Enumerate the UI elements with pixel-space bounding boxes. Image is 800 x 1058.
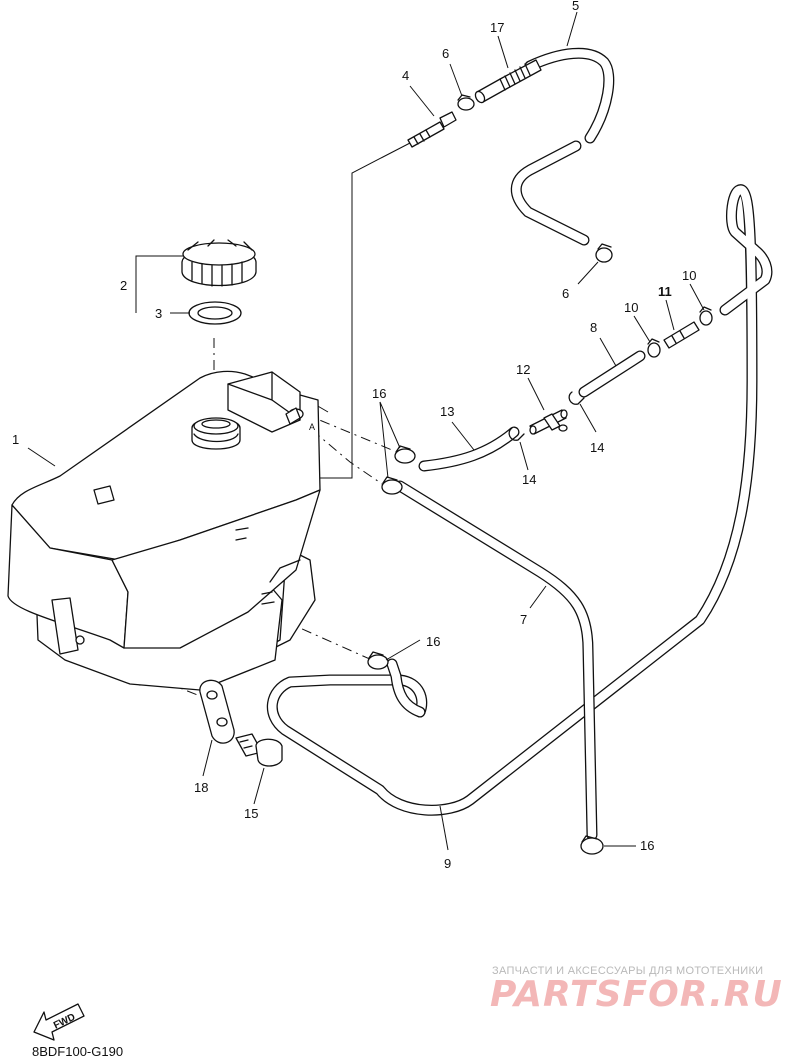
leader-1 xyxy=(27,447,56,467)
bolt-4 xyxy=(407,111,457,148)
part-label-9: 9 xyxy=(444,856,451,871)
bolt-15 xyxy=(235,733,283,767)
part-label-16-upper: 16 xyxy=(372,386,386,401)
clamp-16-bottom-tank xyxy=(367,651,389,670)
leader-10b xyxy=(689,283,705,311)
clamp-10-left xyxy=(647,338,661,358)
diagram-code: 8BDF100-G190 xyxy=(32,1044,123,1058)
leader-line-part-4 xyxy=(318,142,411,479)
hose-13 xyxy=(418,426,520,472)
fitting-11 xyxy=(663,321,700,349)
part-label-5: 5 xyxy=(572,0,579,13)
leader-7 xyxy=(529,585,547,609)
bracket-18 xyxy=(199,679,235,744)
part-label-6-lower: 6 xyxy=(562,286,569,301)
leader-8 xyxy=(599,337,617,367)
part-label-15: 15 xyxy=(244,806,258,821)
hose-7 xyxy=(394,480,598,841)
center-line-tank-hose-lower xyxy=(311,429,386,487)
leader-9 xyxy=(439,805,449,851)
reference-letter-a: A xyxy=(309,422,315,432)
fwd-arrow-icon: FWD xyxy=(33,1003,85,1041)
breather-pipe-17 xyxy=(474,59,542,104)
hose-5 xyxy=(510,47,615,246)
leader-14b xyxy=(579,403,597,433)
part-label-2: 2 xyxy=(120,278,127,293)
t-joint-12 xyxy=(529,409,568,435)
part-label-13: 13 xyxy=(440,404,454,419)
leader-6b xyxy=(577,261,599,285)
part-label-7: 7 xyxy=(520,612,527,627)
clamp-16-lower-right xyxy=(580,835,604,855)
leader-14a xyxy=(519,441,529,471)
part-label-17: 17 xyxy=(490,20,504,35)
watermark-logo: PARTSFOR.RU xyxy=(490,974,783,1015)
leader-12 xyxy=(527,377,545,411)
part-label-4: 4 xyxy=(402,68,409,83)
leader-5 xyxy=(566,11,578,47)
leader-13 xyxy=(451,421,475,451)
part-label-16-lower: 16 xyxy=(640,838,654,853)
part-label-16-middle: 16 xyxy=(426,634,440,649)
gasket-3 xyxy=(188,301,242,325)
leader-6a xyxy=(449,63,463,97)
leader-10a xyxy=(633,315,651,343)
clamp-16-upper xyxy=(394,445,416,464)
part-label-14-left: 14 xyxy=(522,472,536,487)
part-label-10-left: 10 xyxy=(624,300,638,315)
leader-16a xyxy=(379,401,401,479)
leader-16b xyxy=(385,639,421,661)
clamp-6-upper xyxy=(457,94,475,111)
leader-2 xyxy=(135,255,184,313)
leader-11 xyxy=(665,299,675,331)
clip-14-left xyxy=(508,427,525,441)
part-label-11: 11 xyxy=(658,284,672,299)
part-label-12: 12 xyxy=(516,362,530,377)
watermark-tagline: ЗАПЧАСТИ И АКСЕССУАРЫ ДЛЯ МОТОТЕХНИКИ xyxy=(492,965,763,977)
leader-4 xyxy=(409,85,435,117)
clamp-10-right xyxy=(699,306,713,326)
hose-8 xyxy=(578,350,646,398)
clamp-16-middle xyxy=(381,476,403,495)
part-label-3: 3 xyxy=(155,306,162,321)
filler-cap-2 xyxy=(181,239,257,287)
part-label-8: 8 xyxy=(590,320,597,335)
hose-9 xyxy=(266,184,773,816)
leader-17 xyxy=(497,35,509,69)
part-label-10-right: 10 xyxy=(682,268,696,283)
reservoir-tank-1 xyxy=(7,370,321,691)
part-label-14-right: 14 xyxy=(590,440,604,455)
part-label-6-upper: 6 xyxy=(442,46,449,61)
leader-15 xyxy=(253,767,265,805)
clamp-6-lower xyxy=(595,243,613,263)
part-label-1: 1 xyxy=(12,432,19,447)
clip-14-right xyxy=(568,391,585,405)
part-label-18: 18 xyxy=(194,780,208,795)
leader-18 xyxy=(202,739,213,777)
